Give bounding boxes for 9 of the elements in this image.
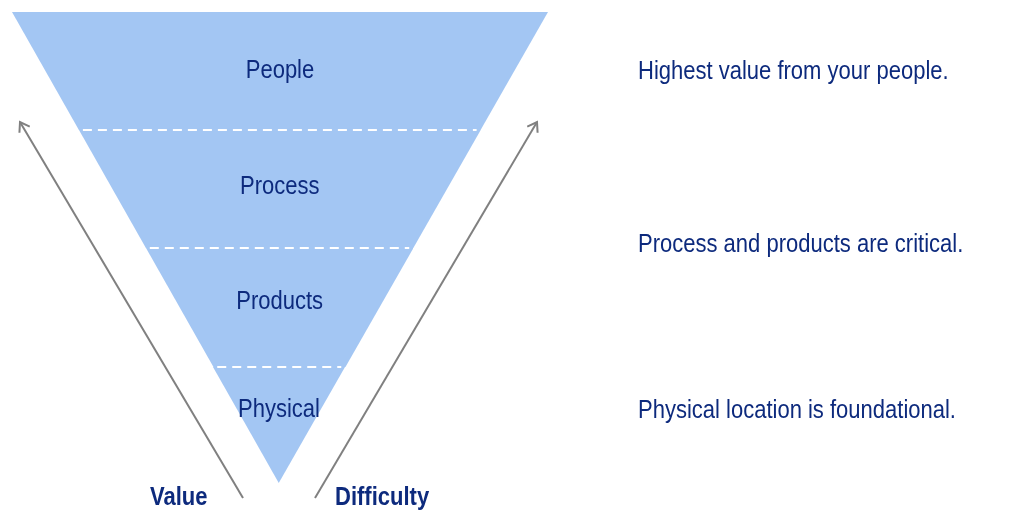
band-label: People bbox=[244, 55, 316, 84]
band-label: Products bbox=[235, 286, 324, 315]
statement-text: Highest value from your people. bbox=[638, 56, 949, 85]
statement-text: Physical location is foundational. bbox=[638, 395, 956, 424]
axis-label: Value bbox=[150, 482, 208, 511]
band-label: Process bbox=[239, 171, 321, 200]
axis-label: Difficulty bbox=[335, 482, 430, 511]
statement-text: Process and products are critical. bbox=[638, 229, 964, 258]
band-label: Physical bbox=[237, 394, 322, 423]
